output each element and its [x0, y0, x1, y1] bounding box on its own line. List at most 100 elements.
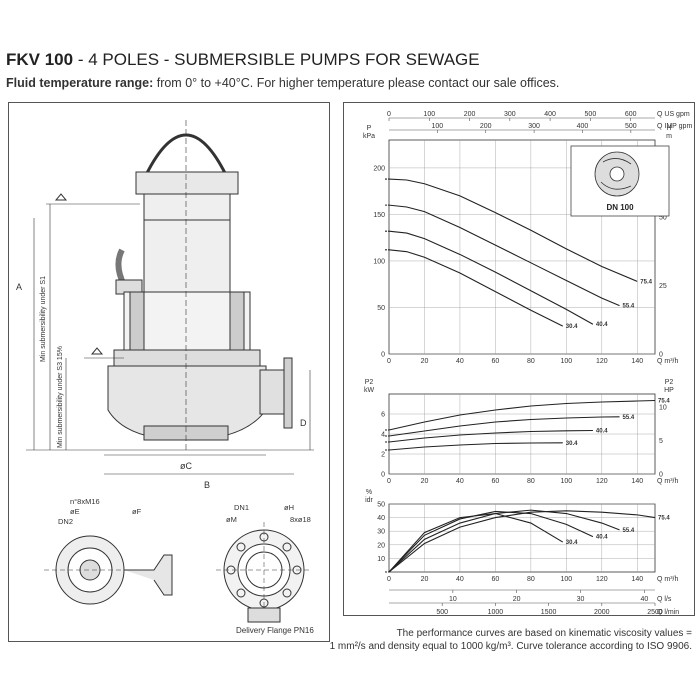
top-axis-label: Q IMP gpm: [657, 123, 692, 130]
y-tick-label: 6: [381, 412, 385, 419]
y-tick-label: 50: [377, 305, 385, 312]
bottom-tick-label: 500: [436, 609, 448, 616]
y2-axis-label: P2: [665, 379, 674, 386]
y-tick-label: 40: [377, 515, 385, 522]
x-tick-label: 60: [492, 358, 500, 365]
footnote: The performance curves are based on kine…: [330, 627, 692, 653]
top-tick-label: 600: [625, 111, 637, 118]
dn1-label: DN1: [234, 503, 249, 512]
bottom-tick-label: 1500: [541, 609, 557, 616]
subtitle-text: from 0° to +40°C. For higher temperature…: [153, 76, 560, 90]
series-label: 30.4: [566, 441, 578, 447]
y-tick-label: 10: [377, 556, 385, 563]
top-axis-label: Q US gpm: [657, 111, 690, 118]
h-label: øH: [284, 503, 294, 512]
flange-caption: Delivery Flange PN16: [236, 626, 314, 635]
series-line: [388, 429, 593, 443]
x-tick-label: 60: [492, 576, 500, 583]
top-tick-label: 100: [432, 123, 444, 130]
x-tick-label: 20: [421, 478, 429, 485]
x-tick-label: 20: [421, 358, 429, 365]
bottom-tick-label: 1000: [488, 609, 504, 616]
chart-panel: [343, 102, 695, 616]
series-line: [388, 249, 564, 327]
y-axis-label: P: [367, 125, 372, 132]
x-tick-label: 120: [596, 358, 608, 365]
y-axis-unit: idr: [365, 497, 373, 504]
series-label: 40.4: [596, 322, 608, 328]
x-tick-label: 140: [631, 358, 643, 365]
y-axis-unit: kPa: [363, 133, 375, 140]
series-label: 30.4: [566, 540, 578, 546]
y-tick-label: 30: [377, 529, 385, 536]
top-tick-label: 100: [423, 111, 435, 118]
y2-axis-unit: m: [666, 133, 672, 140]
x-tick-label: 140: [631, 576, 643, 583]
top-tick-label: 400: [544, 111, 556, 118]
y2-tick-label: 50: [659, 215, 667, 222]
pump-drawing: A øC B D n°8xM16 øE øF DN2 DN1 øH øM 8xø…: [16, 120, 314, 623]
series-line: [388, 399, 656, 431]
series-label: 55.4: [623, 528, 635, 534]
x-tick-label: 80: [527, 358, 535, 365]
x-axis-label: Q m³/h: [657, 478, 678, 485]
y-tick-label: 200: [373, 165, 385, 172]
x-tick-label: 60: [492, 478, 500, 485]
page-title: FKV 100 - 4 POLES - SUBMERSIBLE PUMPS FO…: [6, 50, 480, 70]
impeller-inset: DN 100: [570, 145, 670, 217]
x-tick-label: 0: [387, 478, 391, 485]
dim-b-label: B: [204, 480, 210, 490]
series-line: [388, 510, 656, 573]
dim-d-label: D: [300, 418, 307, 428]
model-name: FKV 100: [6, 50, 74, 69]
series-label: 30.4: [566, 324, 578, 330]
e-label: øE: [70, 507, 80, 516]
series-label: 55.4: [623, 415, 635, 421]
plot-frame: [388, 503, 656, 573]
x-tick-label: 40: [456, 576, 464, 583]
series-label: 75.4: [658, 399, 670, 405]
top-tick-label: 500: [625, 123, 637, 130]
x-tick-label: 0: [387, 576, 391, 583]
f-label: øF: [132, 507, 142, 516]
series-label: 75.4: [658, 516, 670, 522]
footnote-line-1: The performance curves are based on kine…: [396, 628, 692, 639]
series-line: [388, 509, 620, 573]
y-tick-label: 150: [373, 212, 385, 219]
y-tick-label: 2: [381, 452, 385, 459]
y-tick-label: 50: [377, 502, 385, 509]
min-s1-label: Min submersibility under S1: [40, 276, 47, 362]
x-tick-label: 100: [560, 358, 572, 365]
x-tick-label: 120: [596, 576, 608, 583]
subtitle-label: Fluid temperature range:: [6, 76, 154, 90]
series-line: [388, 204, 620, 307]
bottom-tick-label: 2000: [594, 609, 610, 616]
x-tick-label: 80: [527, 576, 535, 583]
bottom-tick-label: 30: [577, 596, 585, 603]
series-label: 55.4: [623, 304, 635, 310]
top-tick-label: 300: [504, 111, 516, 118]
top-tick-label: 400: [577, 123, 589, 130]
series-line: [388, 230, 594, 325]
m-label: øM: [226, 515, 237, 524]
bottom-axis-label: Q l/min: [657, 609, 679, 616]
title-text: - 4 POLES - SUBMERSIBLE PUMPS FOR SEWAGE: [73, 50, 480, 69]
y2-tick-label: 0: [659, 352, 663, 359]
bottom-tick-label: 10: [449, 596, 457, 603]
y2-axis-unit: HP: [664, 387, 674, 394]
x-tick-label: 40: [456, 358, 464, 365]
dim-a-label: A: [16, 282, 22, 292]
y-tick-label: 20: [377, 542, 385, 549]
x-tick-label: 140: [631, 478, 643, 485]
y-axis-label: %: [366, 489, 372, 496]
dn2-label: DN2: [58, 517, 73, 526]
x-axis-label: Q m³/h: [657, 358, 678, 365]
y2-tick-label: 25: [659, 283, 667, 290]
holes-label: 8xø18: [290, 515, 311, 524]
x-tick-label: 100: [560, 576, 572, 583]
top-tick-label: 300: [528, 123, 540, 130]
bottom-tick-label: 2500: [647, 609, 663, 616]
